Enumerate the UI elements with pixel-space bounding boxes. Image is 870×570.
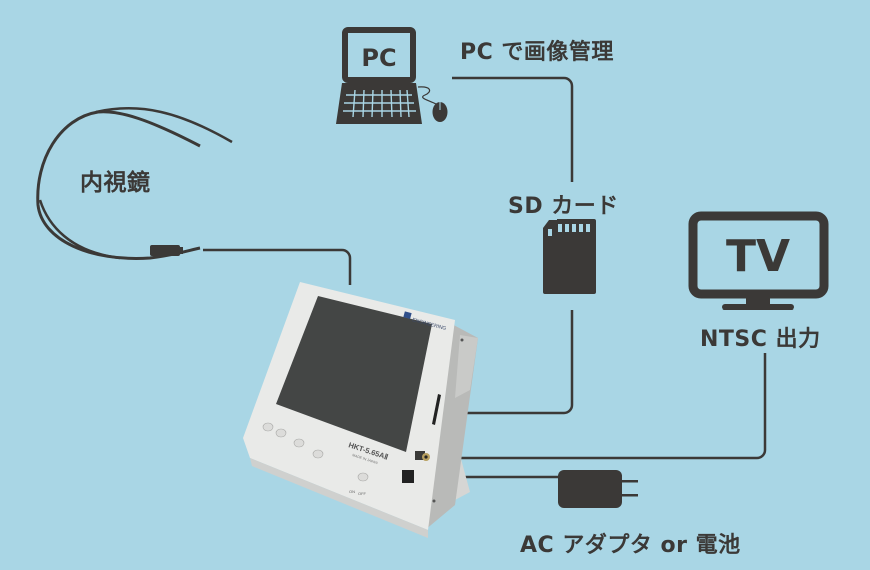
endoscope-label: 内視鏡 (80, 170, 151, 196)
tv-label: NTSC 出力 (700, 327, 821, 352)
pc-label: PC で画像管理 (460, 40, 614, 65)
ac-adapter-icon (558, 470, 638, 508)
endoscope-cable-icon (36, 107, 233, 260)
pc-icon: PC (336, 27, 448, 124)
sd-to-device-line (441, 310, 574, 415)
endoscope-to-device-line (203, 248, 352, 285)
sd-card-icon (543, 219, 596, 294)
device-front-buttons (262, 422, 369, 482)
ac-adapter-label: AC アダプタ or 電池 (520, 533, 741, 558)
device-switch-off: OFF (358, 491, 367, 496)
tv-icon: TV (688, 211, 829, 310)
sd-card-label: SD カード (508, 194, 619, 219)
pc-to-sd-line (452, 76, 574, 182)
tv-icon-text: TV (726, 231, 790, 282)
pc-icon-text: PC (361, 44, 396, 72)
tv-to-device-line (428, 353, 767, 460)
device-switch-on: ON (349, 489, 355, 494)
device-illustration: ENGINEERING HKT-5.65AⅡ MADE IN JAPAN ON … (243, 282, 478, 538)
